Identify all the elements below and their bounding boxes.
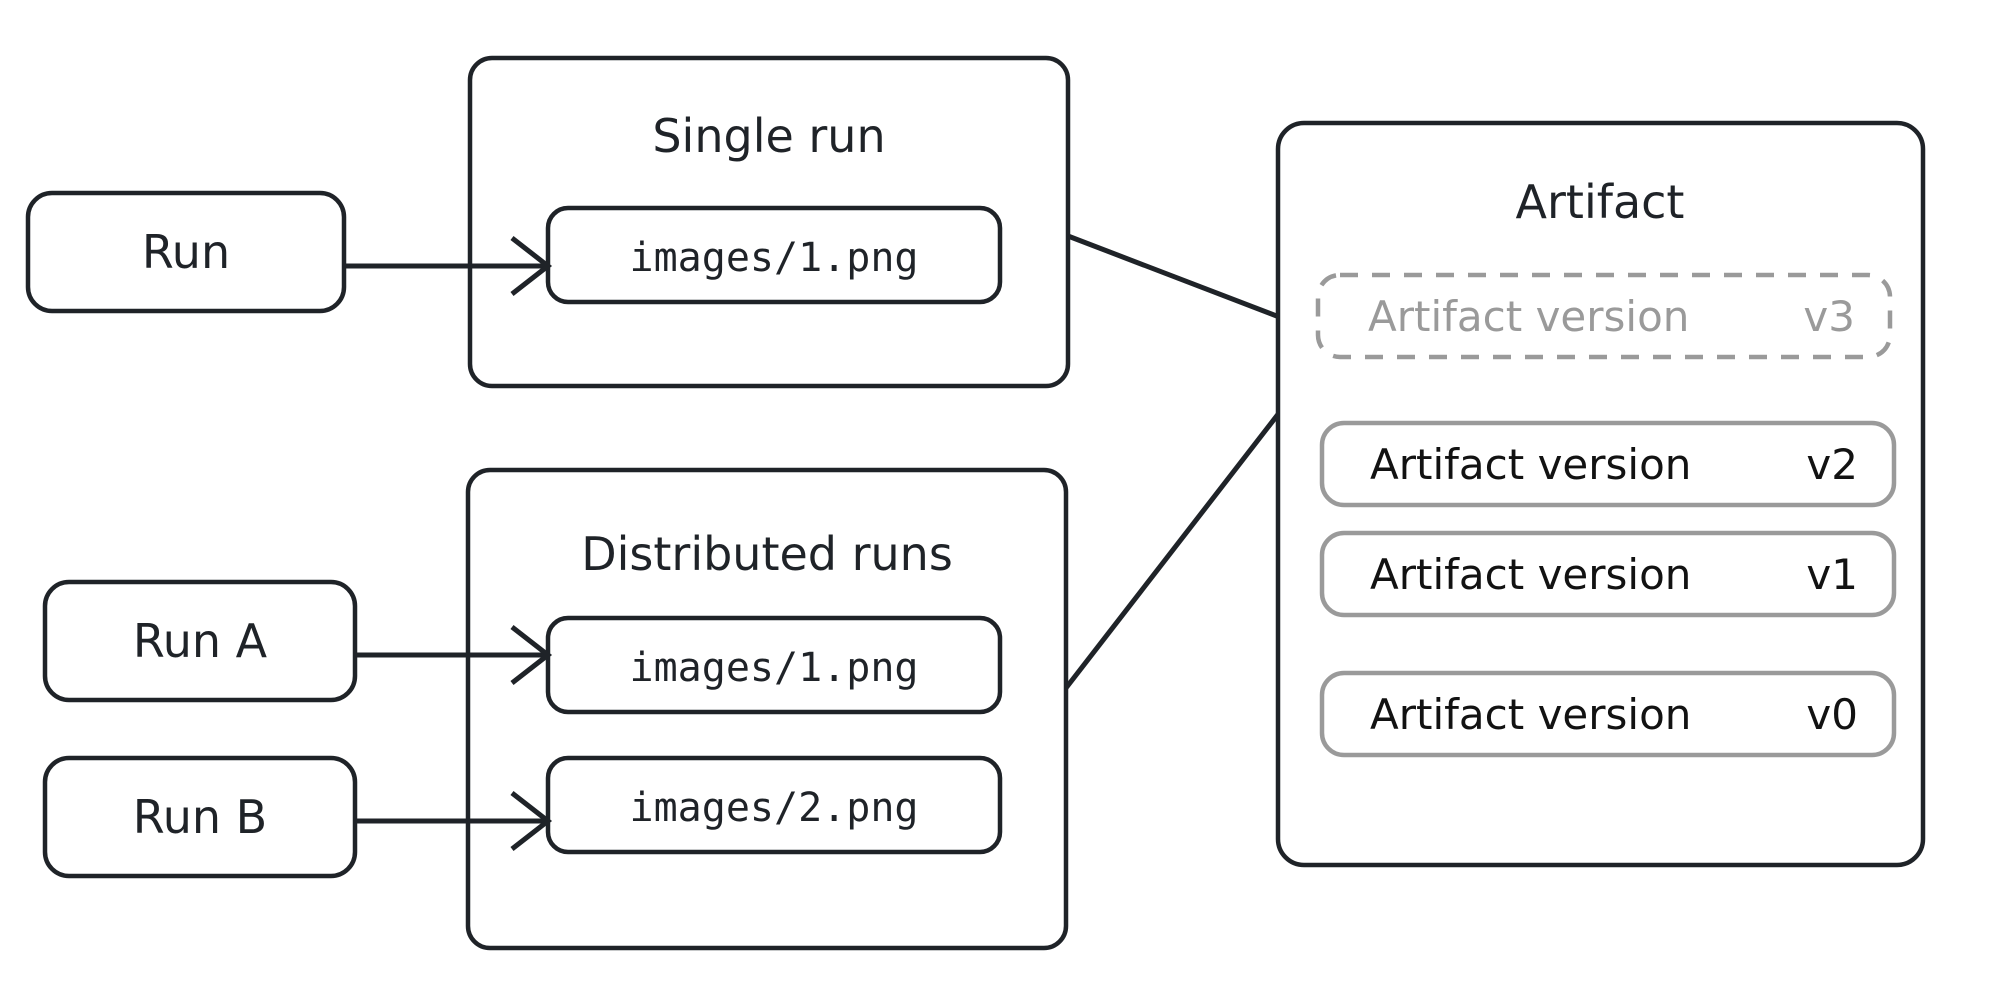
artifact-version-label-v2: Artifact version (1370, 440, 1691, 489)
distributed-runs-title: Distributed runs (581, 527, 953, 581)
artifact-version-row-v2[interactable]: Artifact version v2 (1319, 420, 1897, 508)
run-node-run: Run (25, 190, 347, 314)
run-b-box (42, 755, 358, 879)
artifact-version-row-v0[interactable]: Artifact version v0 (1319, 670, 1897, 758)
artifact-panel: Artifact Artifact version v3 Artifact ve… (1275, 120, 1926, 868)
artifact-version-number-v3: v3 (1803, 292, 1855, 341)
single-run-title: Single run (652, 109, 885, 163)
distributed-runs-file-box-2 (545, 755, 1003, 855)
artifact-version-row-v3[interactable]: Artifact version v3 (1315, 272, 1893, 360)
run-node-run-a: Run A (42, 579, 358, 703)
artifact-version-box-v1[interactable] (1319, 530, 1897, 618)
run-a-box-label: Run A (133, 614, 268, 668)
distributed-runs-file-box-1 (545, 615, 1003, 715)
arrow-head-run (510, 236, 553, 296)
run-b-box-label: Run B (133, 790, 267, 844)
artifact-version-box-v3[interactable] (1315, 272, 1893, 360)
artifact-version-label-v0: Artifact version (1370, 690, 1691, 739)
edge-run-a-to-file-1 (355, 625, 553, 685)
artifact-version-label-v1: Artifact version (1370, 550, 1691, 599)
run-box (25, 190, 347, 314)
single-run-file-box (545, 205, 1003, 305)
artifact-version-box-v2[interactable] (1319, 420, 1897, 508)
artifact-version-box-v0[interactable] (1319, 670, 1897, 758)
run-a-box (42, 579, 358, 703)
single-run-file-path: images/1.png (630, 235, 919, 281)
run-node-run-b: Run B (42, 755, 358, 879)
arrow-head-run-b (510, 791, 553, 851)
artifact-version-label-v3: Artifact version (1368, 292, 1689, 341)
edge-run-to-single-file (344, 236, 553, 296)
artifact-title: Artifact (1516, 175, 1685, 229)
edge-run-b-to-file-2 (355, 791, 553, 851)
artifact-version-row-v1[interactable]: Artifact version v1 (1319, 530, 1897, 618)
run-box-label: Run (142, 225, 230, 279)
artifact-version-number-v0: v0 (1806, 690, 1858, 739)
distributed-runs-file-path-2: images/2.png (630, 785, 919, 831)
arrow-head-run-a (510, 625, 553, 685)
group-distributed-runs: Distributed runs images/1.png images/2.p… (465, 467, 1069, 951)
group-single-run: Single run images/1.png (467, 55, 1071, 389)
distributed-runs-file-path-1: images/1.png (630, 645, 919, 691)
artifact-version-number-v2: v2 (1806, 440, 1858, 489)
artifact-version-number-v1: v1 (1806, 550, 1858, 599)
